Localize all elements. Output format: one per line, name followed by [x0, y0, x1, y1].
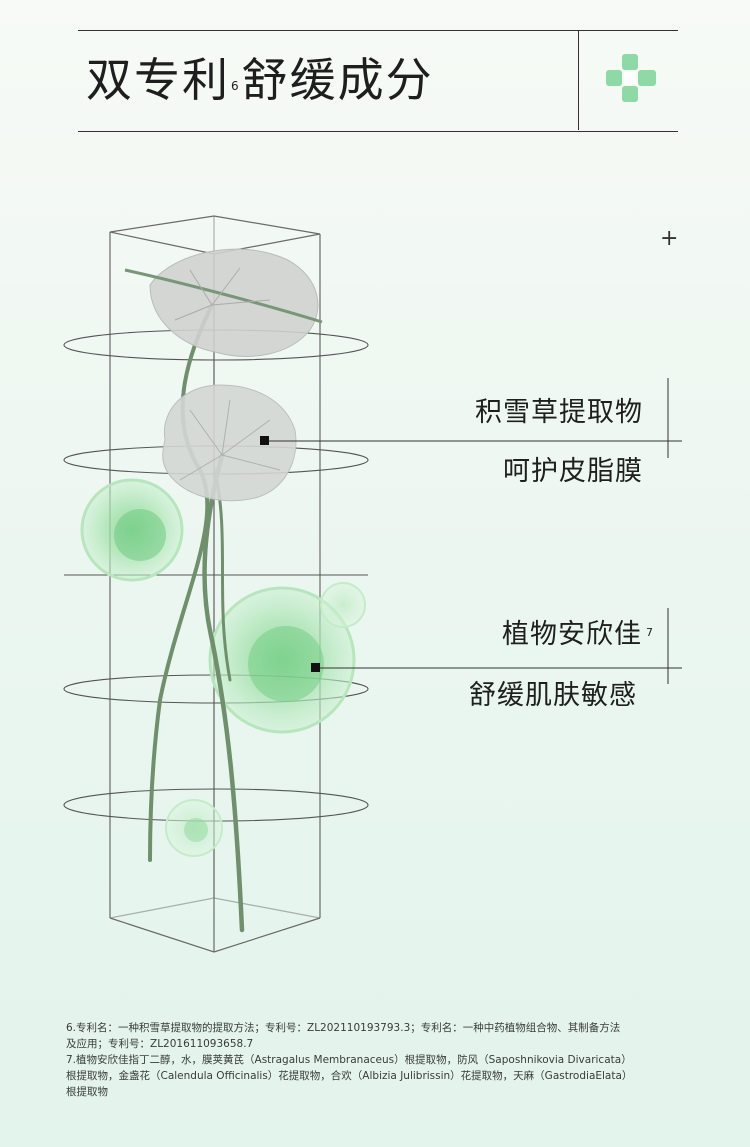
header-frame [78, 30, 678, 132]
footnote-line: 根提取物，金盏花（Calendula Officinalis）花提取物，合欢（A… [66, 1070, 633, 1082]
title-superscript: 6 [231, 79, 241, 93]
callout-2-superscript: 7 [646, 626, 654, 639]
footnote-line: 及应用；专利号：ZL201611093658.7 [66, 1038, 254, 1050]
title-main: 双专利 [86, 53, 230, 107]
callout-2-name: 植物安欣佳 7 [502, 618, 654, 652]
footnote-line: 6.专利名：一种积雪草提取物的提取方法；专利号：ZL202110193793.3… [66, 1022, 621, 1034]
footnotes: 6.专利名：一种积雪草提取物的提取方法；专利号：ZL202110193793.3… [66, 1020, 706, 1100]
callout-1-benefit: 呵护皮脂膜 [503, 456, 643, 487]
callout-1-name: 积雪草提取物 [475, 397, 643, 428]
green-cross-logo-icon [606, 54, 656, 102]
ingredient-illustration [63, 215, 682, 953]
plus-icon: + [660, 226, 679, 251]
callout-2-name-text: 植物安欣佳 [502, 619, 642, 650]
green-cells [80, 478, 366, 857]
footnote-line: 7.植物安欣佳指丁二醇，水，膜荚黄芪（Astragalus Membranace… [66, 1054, 632, 1066]
title-tail: 舒缓成分 [241, 53, 434, 107]
plant-leaves [124, 248, 323, 502]
header-divider [578, 30, 579, 130]
callout-2-benefit: 舒缓肌肤敏感 [469, 680, 637, 711]
callout-markers [260, 378, 682, 684]
page-title: 双专利6舒缓成分 [86, 50, 434, 110]
footnote-line: 根提取物 [66, 1086, 108, 1098]
